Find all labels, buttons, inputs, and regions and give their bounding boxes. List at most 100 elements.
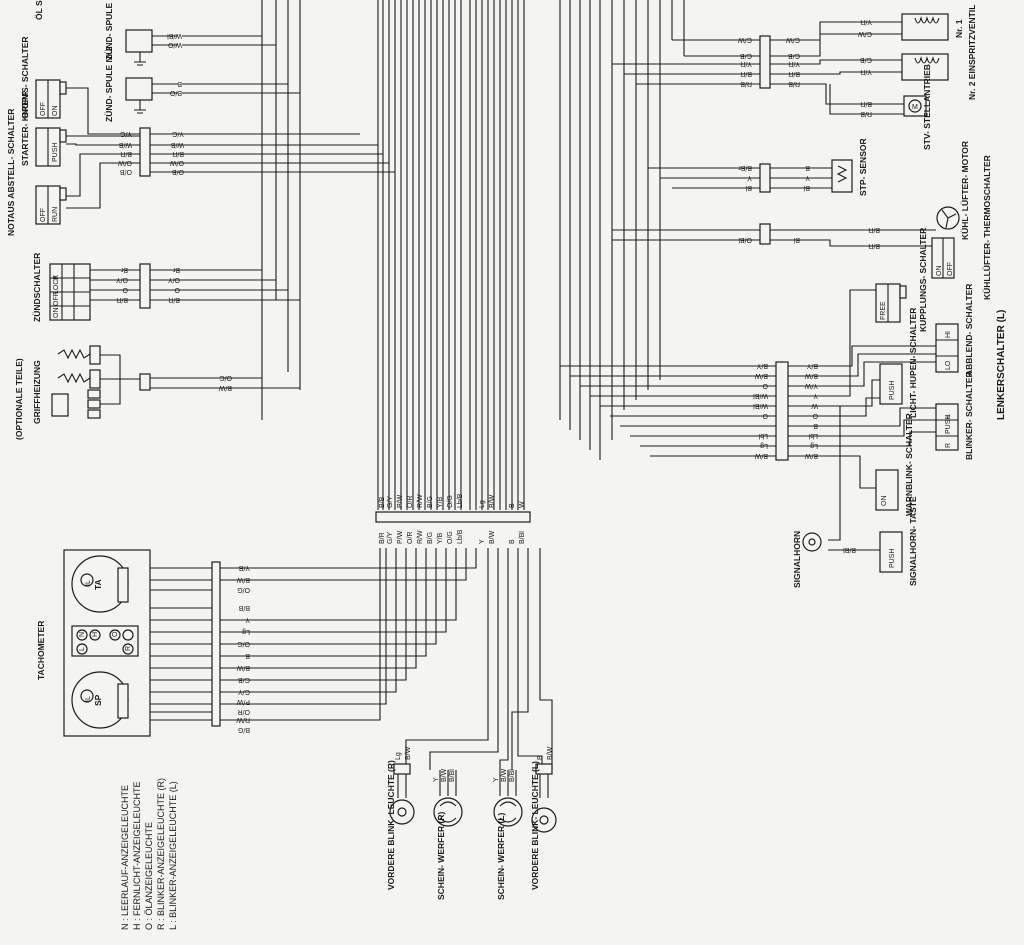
turn-signal-switch: L PUSH R BLINKER- SCHALTER [935, 371, 974, 460]
throttle-position-sensor: B/Br Y Bl B Y Bl STP- SENSOR [648, 138, 868, 196]
wire-label: Lbl [808, 432, 818, 439]
injector-wiring: G/W G/B Y/R B/R R/B G/W G/B Y/R B/R R/B … [612, 18, 904, 117]
wire-label: Lg [760, 442, 768, 449]
ignition-switch: ON OFF LOCK P Br Br O/Y O/Y O O B/R B/R … [32, 253, 300, 322]
wire-label: B/Bl [843, 546, 856, 553]
wire-label: O/G [219, 374, 232, 381]
wire-label: B/O [169, 89, 182, 96]
wire-label: P/W [397, 530, 404, 544]
headlight-left: Y B/W B/Bl SCHEIN- WERFER (L) [493, 768, 523, 900]
headlight-right-label: SCHEIN- WERFER (R) [436, 812, 446, 900]
indicator-pin: O [112, 631, 119, 637]
indicator-pin: R [125, 646, 132, 651]
wire-label: Br [120, 266, 128, 273]
indicator-pin: H [92, 632, 99, 637]
wire-label: B/R [379, 532, 386, 544]
wire-label: G/Y [387, 496, 394, 508]
wire-label: G/B [860, 56, 872, 63]
wire-label: Lg [242, 628, 250, 635]
wire-label: R/W [236, 716, 250, 723]
wire-label: R/W [417, 494, 424, 508]
wire-label: Y/R [740, 60, 752, 67]
wire-label: B/W [754, 372, 768, 379]
wire-label: O/G [447, 531, 454, 544]
wire-label: O/Y [116, 276, 128, 283]
wire-label: Y [805, 174, 810, 181]
wire-label: Y/R [860, 68, 872, 75]
wire-label: B/Bl [519, 531, 526, 544]
thermo-switch-label: KÜHLLÜFTER- THERMOSCHALTER [982, 155, 992, 300]
wire-label: B/Bl [509, 769, 516, 782]
wire-label: O/G [447, 495, 454, 508]
switch-mark: FREE [880, 301, 887, 320]
ignition-coil-2: ZÜND- SPULE Nr.2 B B/O [104, 46, 182, 122]
wire-label: B [245, 652, 250, 659]
indicator-pin: L [79, 647, 86, 651]
wire-label: B/R [788, 70, 800, 77]
wire-label: R/B [788, 80, 800, 87]
wire-label: B/W [236, 576, 250, 583]
wire-label: P/W [236, 698, 250, 705]
switch-mark: OFF [40, 102, 47, 116]
wire-label: G/Y [238, 688, 250, 695]
wire-label: Y [493, 777, 500, 782]
wire-label: B/W [489, 530, 496, 544]
wire-label: B/W [547, 746, 554, 760]
wire-label: B/Y [806, 362, 818, 369]
tacho-wire-labels: Y/B B/W O/G B/B Y Lg O/G B B/W G/B G/Y P… [236, 564, 250, 733]
tachometer: IL TA IL SP N H O R L TACHOMETER [36, 549, 221, 737]
gauge-mark: TA [93, 579, 103, 590]
wire-label: Lg [479, 500, 486, 508]
clutch-switch: FREE KUPPLUNGS- SCHALTER [875, 228, 928, 332]
engine-stop-switch: OFF RUN NOTAUS ABSTELL- SCHALTER [6, 109, 67, 236]
wire-label: P/W [397, 494, 404, 508]
wire-label: B/W [804, 372, 818, 379]
wire-label: Y [433, 777, 440, 782]
wire-label: W/B [170, 141, 184, 148]
switch-mark: PUSH [52, 143, 59, 162]
switch-mark: P [53, 275, 60, 280]
wire-label: B/W [218, 384, 232, 391]
gauge-mark: IL [85, 696, 92, 702]
ignition-switch-label: ZÜNDSCHALTER [32, 253, 42, 322]
wire-label: Y [245, 616, 250, 623]
wire-label: W/O [167, 41, 182, 48]
wire-label: B/R [120, 150, 132, 157]
wire-label: B/R [868, 242, 880, 249]
optional-parts-label: (OPTIONALE TEILE) [14, 358, 24, 440]
hazard-switch-label: WARNBLINK- SCHALTER [904, 413, 914, 516]
dimmer-switch-label: ABBLEND- SCHALTER [964, 284, 974, 376]
wire-label: B/G [238, 726, 250, 733]
grip-heater: O/G B/W GRIFFHEIZUNG (OPTIONALE TEILE) [14, 345, 300, 440]
switch-mark: PUSH [945, 415, 952, 434]
throttle-position-sensor-label: STP- SENSOR [858, 138, 868, 196]
ignition-coil-2-label: ZÜND- SPULE Nr.2 [104, 46, 114, 122]
legend-item: H : FERNLICHT-ANZEIGELEUCHTE [132, 781, 142, 930]
horn-button-label: SIGNALHORN- TASTE [908, 496, 918, 586]
vertical-bus-wires [261, 0, 685, 510]
wire-label: O/G [237, 586, 250, 593]
wire-label: G/B [238, 676, 250, 683]
switch-mark: L [945, 414, 952, 418]
wire-label: O/R [238, 708, 250, 715]
wire-label: G/B [740, 52, 752, 59]
wire-label: B [509, 503, 516, 508]
front-turn-light-right-label: VORDERE BLINK- LEUCHTE (R) [386, 760, 396, 890]
front-turn-light-right: Lg B/W VORDERE BLINK- LEUCHTE (R) [386, 746, 415, 890]
wire-label: G/W [786, 36, 800, 43]
wire-label: Bl [803, 184, 810, 191]
wire-label: O/B [172, 168, 184, 175]
switch-mark: OFF [53, 292, 60, 306]
clutch-switch-label: KUPPLUNGS- SCHALTER [918, 228, 928, 332]
wire-label: B/W [489, 494, 496, 508]
turn-signal-switch-label: BLINKER- SCHALTER [964, 371, 974, 460]
wire-label: B/B [379, 496, 386, 508]
switch-mark: OFF [947, 262, 954, 276]
wire-label: B/B [238, 604, 250, 611]
switch-mark: ON [53, 308, 60, 319]
wire-label: O [174, 286, 180, 293]
left-handlebar-switch: B/Y B/W O W/Bl W/Bl O Lbl Lg B/W B/Y B/W… [560, 289, 1007, 489]
wire-label: Y [747, 174, 752, 181]
passing-switch: PUSH LICHT- HUPEN- SCHALTER [879, 308, 918, 418]
